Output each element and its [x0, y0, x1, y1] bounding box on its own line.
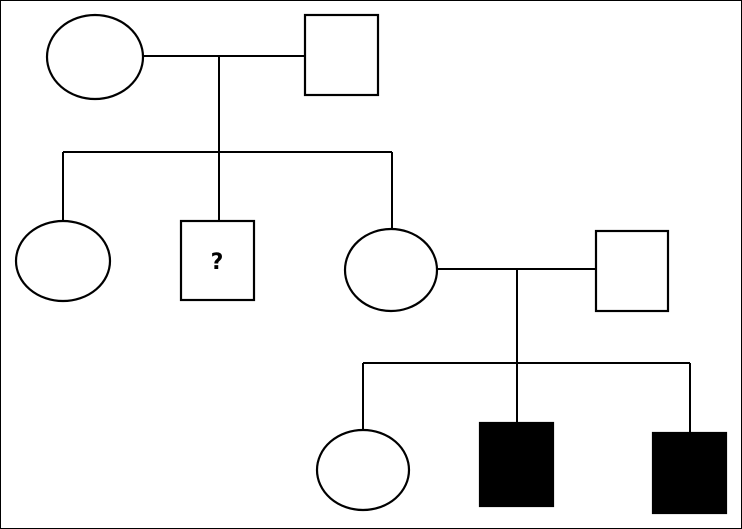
g3-son2-symbol	[651, 431, 728, 515]
g2-son-symbol	[179, 219, 256, 302]
g2-spouse-symbol	[594, 229, 670, 313]
g2-daughter-symbol	[14, 219, 112, 303]
g3-daughter-symbol	[315, 428, 411, 512]
g1-female-symbol	[45, 13, 145, 101]
unknown-status-label: ?	[211, 250, 224, 275]
g3-son1-symbol	[478, 421, 555, 508]
g2-mother-symbol	[343, 227, 439, 313]
g1-male-symbol	[303, 13, 380, 97]
